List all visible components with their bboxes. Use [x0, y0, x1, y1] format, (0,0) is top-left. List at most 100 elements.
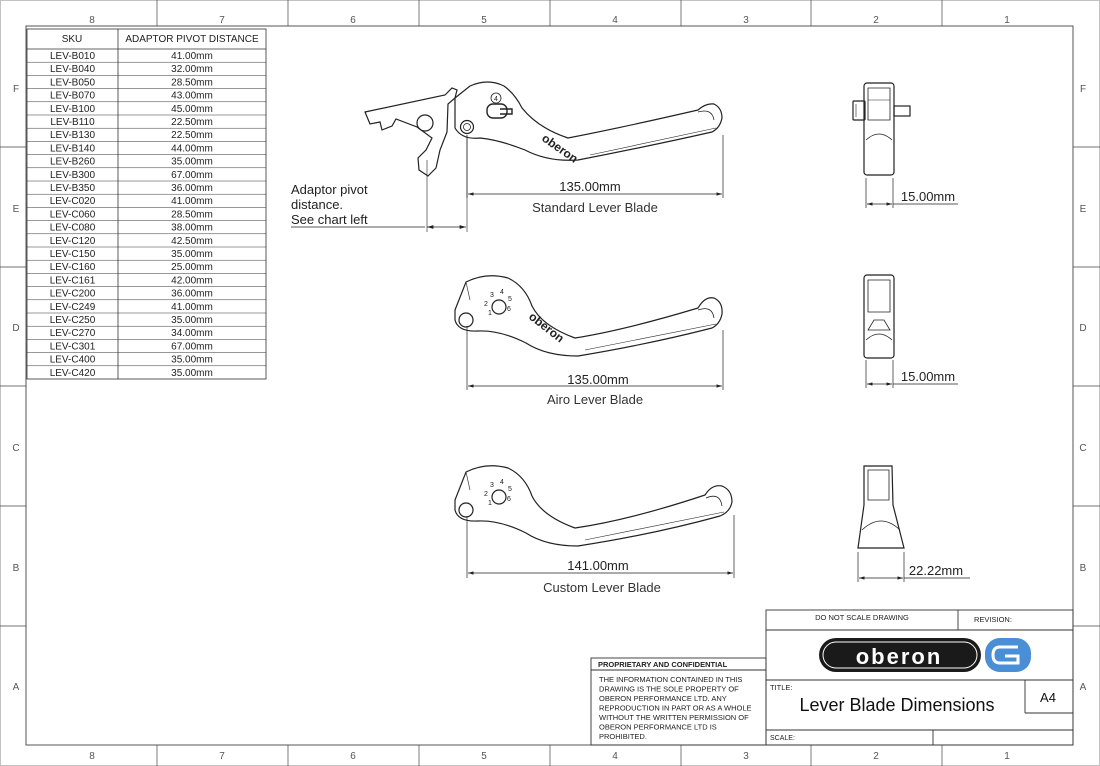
- table-cell-distance: 67.00mm: [171, 341, 213, 352]
- svg-text:THE INFORMATION CONTAINED IN T: THE INFORMATION CONTAINED IN THIS: [599, 675, 742, 684]
- table-cell-sku: LEV-C120: [50, 236, 96, 247]
- table-cell-distance: 38.00mm: [171, 223, 213, 234]
- table-cell-sku: LEV-B070: [50, 91, 95, 102]
- svg-text:5: 5: [508, 296, 512, 303]
- revision-label: REVISION:: [974, 615, 1012, 624]
- table-cell-distance: 43.00mm: [171, 91, 213, 102]
- table-cell-distance: 45.00mm: [171, 104, 213, 115]
- svg-text:1: 1: [488, 500, 492, 507]
- svg-text:OBERON PERFORMANCE LTD. ANY: OBERON PERFORMANCE LTD. ANY: [599, 694, 727, 703]
- zone-row-right: B: [1080, 563, 1087, 574]
- zone-row-left: C: [12, 443, 19, 454]
- table-cell-distance: 42.50mm: [171, 236, 213, 247]
- zone-col-top: 6: [350, 15, 356, 26]
- zone-col-bottom: 8: [89, 751, 95, 762]
- drawing-title: Lever Blade Dimensions: [799, 695, 994, 715]
- table-cell-distance: 44.00mm: [171, 143, 213, 154]
- standard-width-value: 15.00mm: [901, 189, 955, 204]
- svg-text:2: 2: [484, 491, 488, 498]
- airo-side-view: [863, 274, 895, 359]
- sku-table: SKU ADAPTOR PIVOT DISTANCE LEV-B010 41.00…: [26, 28, 267, 380]
- standard-width-dimension: [865, 178, 958, 208]
- table-cell-sku: LEV-B010: [50, 51, 95, 62]
- zone-col-top: 7: [219, 15, 225, 26]
- zone-row-right: D: [1079, 323, 1086, 334]
- zone-col-bottom: 1: [1004, 751, 1010, 762]
- svg-text:REPRODUCTION IN PART OR AS A W: REPRODUCTION IN PART OR AS A WHOLE: [599, 704, 752, 713]
- table-cell-distance: 41.00mm: [171, 302, 213, 313]
- table-cell-distance: 36.00mm: [171, 183, 213, 194]
- oberon-logo: oberon: [819, 638, 1031, 672]
- custom-length-value: 141.00mm: [567, 558, 628, 573]
- table-cell-sku: LEV-C249: [50, 302, 96, 313]
- table-cell-sku: LEV-C200: [50, 289, 96, 300]
- zone-column-labels: 8 7 6 5 4 3 2 1 8 7 6 5 4 3 2 1: [89, 15, 1010, 762]
- airo-length-value: 135.00mm: [567, 372, 628, 387]
- table-cell-sku: LEV-B110: [50, 117, 95, 128]
- zone-row-left: A: [13, 682, 20, 693]
- table-cell-distance: 28.50mm: [171, 77, 213, 88]
- table-cell-sku: LEV-C161: [50, 275, 96, 286]
- table-cell-distance: 36.00mm: [171, 289, 213, 300]
- svg-text:4: 4: [500, 479, 504, 486]
- table-cell-distance: 67.00mm: [171, 170, 213, 181]
- table-cell-distance: 32.00mm: [171, 64, 213, 75]
- table-cell-sku: LEV-C400: [50, 355, 96, 366]
- zone-col-top: 4: [612, 15, 618, 26]
- note-line: See chart left: [291, 212, 368, 227]
- table-cell-distance: 35.00mm: [171, 368, 213, 379]
- table-cell-distance: 35.00mm: [171, 355, 213, 366]
- table-cell-sku: LEV-B050: [50, 77, 95, 88]
- zone-row-left: B: [13, 563, 20, 574]
- table-cell-sku: LEV-B140: [50, 143, 95, 154]
- zone-col-bottom: 4: [612, 751, 618, 762]
- table-cell-distance: 25.00mm: [171, 262, 213, 273]
- standard-lever-drawing: [364, 81, 723, 177]
- airo-brand-mark: oberon: [526, 309, 567, 345]
- standard-side-view: [852, 82, 911, 176]
- table-cell-distance: 34.00mm: [171, 328, 213, 339]
- custom-width-value: 22.22mm: [909, 563, 963, 578]
- table-cell-sku: LEV-B300: [50, 170, 95, 181]
- table-cell-distance: 35.00mm: [171, 315, 213, 326]
- custom-width-dimension: [857, 552, 970, 582]
- table-header-sku: SKU: [62, 34, 83, 45]
- custom-dial-labels: 1 2 3 4 5 6: [484, 479, 512, 507]
- custom-caption: Custom Lever Blade: [543, 580, 661, 595]
- table-cell-sku: LEV-B040: [50, 64, 95, 75]
- title-block: [590, 609, 1074, 746]
- table-header-distance: ADAPTOR PIVOT DISTANCE: [125, 34, 259, 45]
- svg-text:6: 6: [507, 306, 511, 313]
- table-cell-sku: LEV-B350: [50, 183, 95, 194]
- zone-col-bottom: 7: [219, 751, 225, 762]
- svg-text:6: 6: [507, 496, 511, 503]
- custom-length-dimension: [466, 515, 735, 578]
- standard-caption: Standard Lever Blade: [532, 200, 658, 215]
- zone-row-left: F: [13, 84, 19, 95]
- scale-label: SCALE:: [770, 735, 795, 742]
- svg-text:WITHOUT THE WRITTEN PERMISSION: WITHOUT THE WRITTEN PERMISSION OF: [599, 713, 749, 722]
- airo-width-dimension: [865, 360, 958, 388]
- zone-col-top: 5: [481, 15, 487, 26]
- table-cell-sku: LEV-C420: [50, 368, 96, 379]
- table-cell-sku: LEV-B260: [50, 157, 95, 168]
- note-line: Adaptor pivot: [291, 182, 368, 197]
- table-cell-sku: LEV-C020: [50, 196, 96, 207]
- sheet-size: A4: [1040, 690, 1056, 705]
- table-cell-sku: LEV-C080: [50, 223, 96, 234]
- logo-wordmark: oberon: [856, 644, 943, 669]
- table-cell-sku: LEV-C250: [50, 315, 96, 326]
- zone-row-right: F: [1080, 84, 1086, 95]
- custom-side-view: [857, 465, 905, 549]
- zone-row-right: C: [1079, 443, 1086, 454]
- table-cell-sku: LEV-C150: [50, 249, 96, 260]
- table-cell-sku: LEV-B100: [50, 104, 95, 115]
- zone-col-top: 8: [89, 15, 95, 26]
- adaptor-pivot-note: Adaptor pivot distance. See chart left: [291, 135, 468, 232]
- table-cell-sku: LEV-C270: [50, 328, 96, 339]
- svg-text:3: 3: [490, 482, 494, 489]
- standard-length-value: 135.00mm: [559, 179, 620, 194]
- zone-row-left: E: [13, 204, 20, 215]
- zone-row-labels: F E D C B A F E D C B A: [12, 84, 1086, 693]
